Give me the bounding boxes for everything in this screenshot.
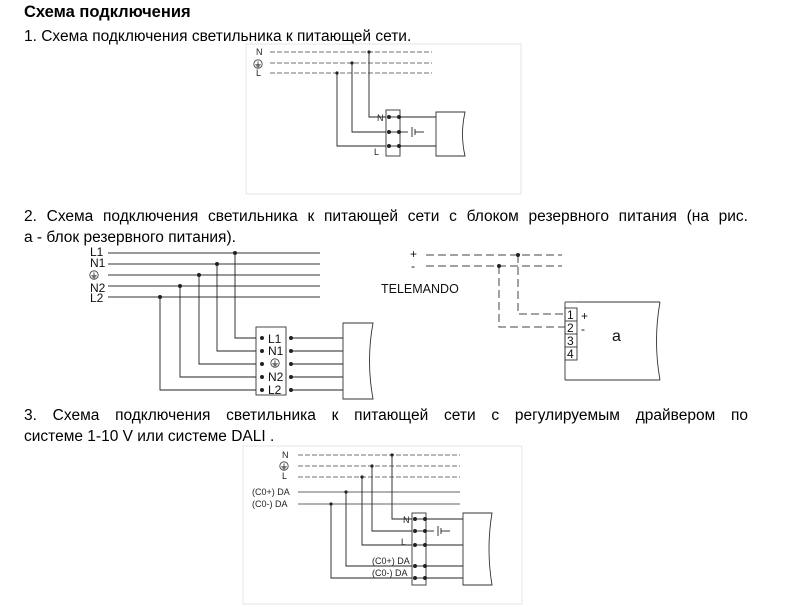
backup-terminal-4: 4 bbox=[567, 347, 574, 361]
telemando-label: TELEMANDO bbox=[381, 282, 459, 296]
backup-terminal-3: 3 bbox=[567, 334, 574, 348]
diagram-1: N L N L bbox=[245, 43, 522, 195]
d3-terminal-l: L bbox=[401, 537, 406, 547]
d3-ground-icon bbox=[279, 461, 289, 471]
d1-label-n: N bbox=[256, 47, 263, 57]
section-3-caption-line-2: системе 1-10 V или системе DALI . bbox=[24, 428, 275, 445]
diagram-3: N L (C0+) DA (C0-) DA N L (C0+) DA bbox=[242, 445, 523, 605]
d1-label-l: L bbox=[256, 68, 261, 78]
d2-label-l2: L2 bbox=[90, 291, 104, 305]
d2-label-n2: N2 bbox=[90, 281, 106, 295]
d3-terminal-c0-minus: (C0-) DA bbox=[372, 568, 408, 578]
d3-terminal-n: N bbox=[403, 515, 410, 525]
d2-terminal-n1: N1 bbox=[268, 344, 284, 358]
section-2-caption-line-2: а - блок резервного питания). bbox=[24, 229, 236, 246]
d2-terminal-l1: L1 bbox=[268, 332, 282, 346]
backup-plus: + bbox=[581, 309, 588, 323]
d2-terminal-n2: N2 bbox=[268, 370, 284, 384]
d2-label-n1: N1 bbox=[90, 256, 106, 270]
section-3-caption-line-1: 3. Схема подключения светильника к питаю… bbox=[24, 407, 748, 424]
backup-minus: - bbox=[581, 322, 585, 336]
backup-unit-label: а bbox=[612, 328, 621, 345]
d1-ground-icon bbox=[253, 59, 263, 69]
d2-minus-label: - bbox=[411, 259, 415, 273]
backup-terminal-2: 2 bbox=[567, 321, 574, 335]
d2-ground-icon bbox=[89, 270, 99, 280]
d3-label-l: L bbox=[282, 471, 287, 481]
page-title: Схема подключения bbox=[24, 3, 191, 21]
d2-label-l1: L1 bbox=[90, 245, 104, 259]
d2-terminal-l2: L2 bbox=[268, 383, 282, 397]
d1-terminal-n: N bbox=[377, 113, 384, 123]
diagram-2-backup: + - TELEMANDO 1 2 3 4 + - а bbox=[381, 247, 661, 381]
d3-label-n: N bbox=[282, 450, 289, 460]
backup-terminal-1: 1 bbox=[567, 308, 574, 322]
section-1-caption: 1. Схема подключения светильника к питаю… bbox=[24, 28, 412, 45]
d1-terminal-l: L bbox=[374, 147, 379, 157]
d3-label-c0-plus: (C0+) DA bbox=[252, 487, 290, 497]
section-2-caption-line-1: 2. Схема подключения светильника к питаю… bbox=[24, 208, 748, 225]
d2-plus-label: + bbox=[410, 247, 417, 261]
d3-terminal-c0-plus: (C0+) DA bbox=[372, 556, 410, 566]
diagram-2: L1 N1 N2 L2 L1 N1 N2 L2 bbox=[89, 245, 374, 400]
d3-label-c0-minus: (C0-) DA bbox=[252, 499, 288, 509]
